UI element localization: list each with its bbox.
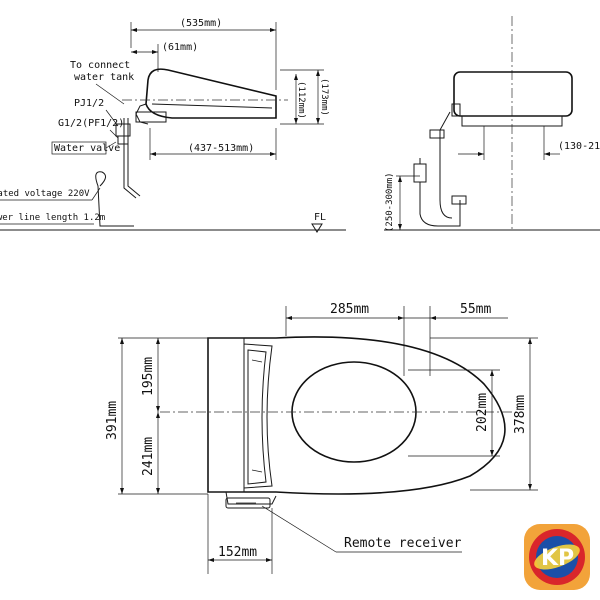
- dim-195: 195mm: [141, 357, 156, 396]
- label-water-valve: Water valve: [54, 143, 120, 154]
- label-remote-receiver: Remote receiver: [344, 536, 462, 551]
- dim-391: 391mm: [105, 401, 120, 440]
- dim-total-length: (535mm): [180, 18, 222, 29]
- front-view: (130-215) (250-300mm): [384, 16, 600, 232]
- kp-logo: KP: [524, 524, 590, 590]
- dim-total-height: (173mm): [319, 78, 329, 116]
- dim-55: 55mm: [460, 302, 491, 317]
- side-view: (535mm) (61mm) (112mm) (173mm) (437-513m…: [0, 18, 346, 233]
- top-view: 285mm 55mm 391mm 195mm 241mm: [105, 302, 538, 574]
- dim-valve-height: (250-300mm): [385, 172, 395, 232]
- dim-front-offset: (61mm): [162, 42, 198, 53]
- dim-202: 202mm: [475, 393, 490, 432]
- label-floor: FL: [314, 212, 326, 223]
- dim-285: 285mm: [330, 302, 369, 317]
- label-power-line: Power line length 1.2m: [0, 213, 105, 223]
- dim-152: 152mm: [218, 545, 257, 560]
- label-connect-2: water tank: [74, 72, 134, 83]
- dim-side-range: (130-215): [558, 141, 600, 152]
- dim-mount-range: (437-513mm): [188, 143, 254, 154]
- dim-241: 241mm: [141, 437, 156, 476]
- label-pj: PJ1/2: [74, 98, 104, 109]
- front-seat-body: [453, 71, 573, 117]
- dim-seat-height: (112mm): [296, 81, 306, 119]
- label-connect-1: To connect: [70, 60, 130, 71]
- label-voltage: Rated voltage 220V: [0, 189, 90, 199]
- label-g: G1/2(PF1/2): [58, 118, 124, 129]
- seat-lid-profile: [145, 68, 277, 119]
- dim-378: 378mm: [513, 395, 528, 434]
- seat-outline: [207, 336, 506, 495]
- logo-text: KP: [541, 546, 574, 571]
